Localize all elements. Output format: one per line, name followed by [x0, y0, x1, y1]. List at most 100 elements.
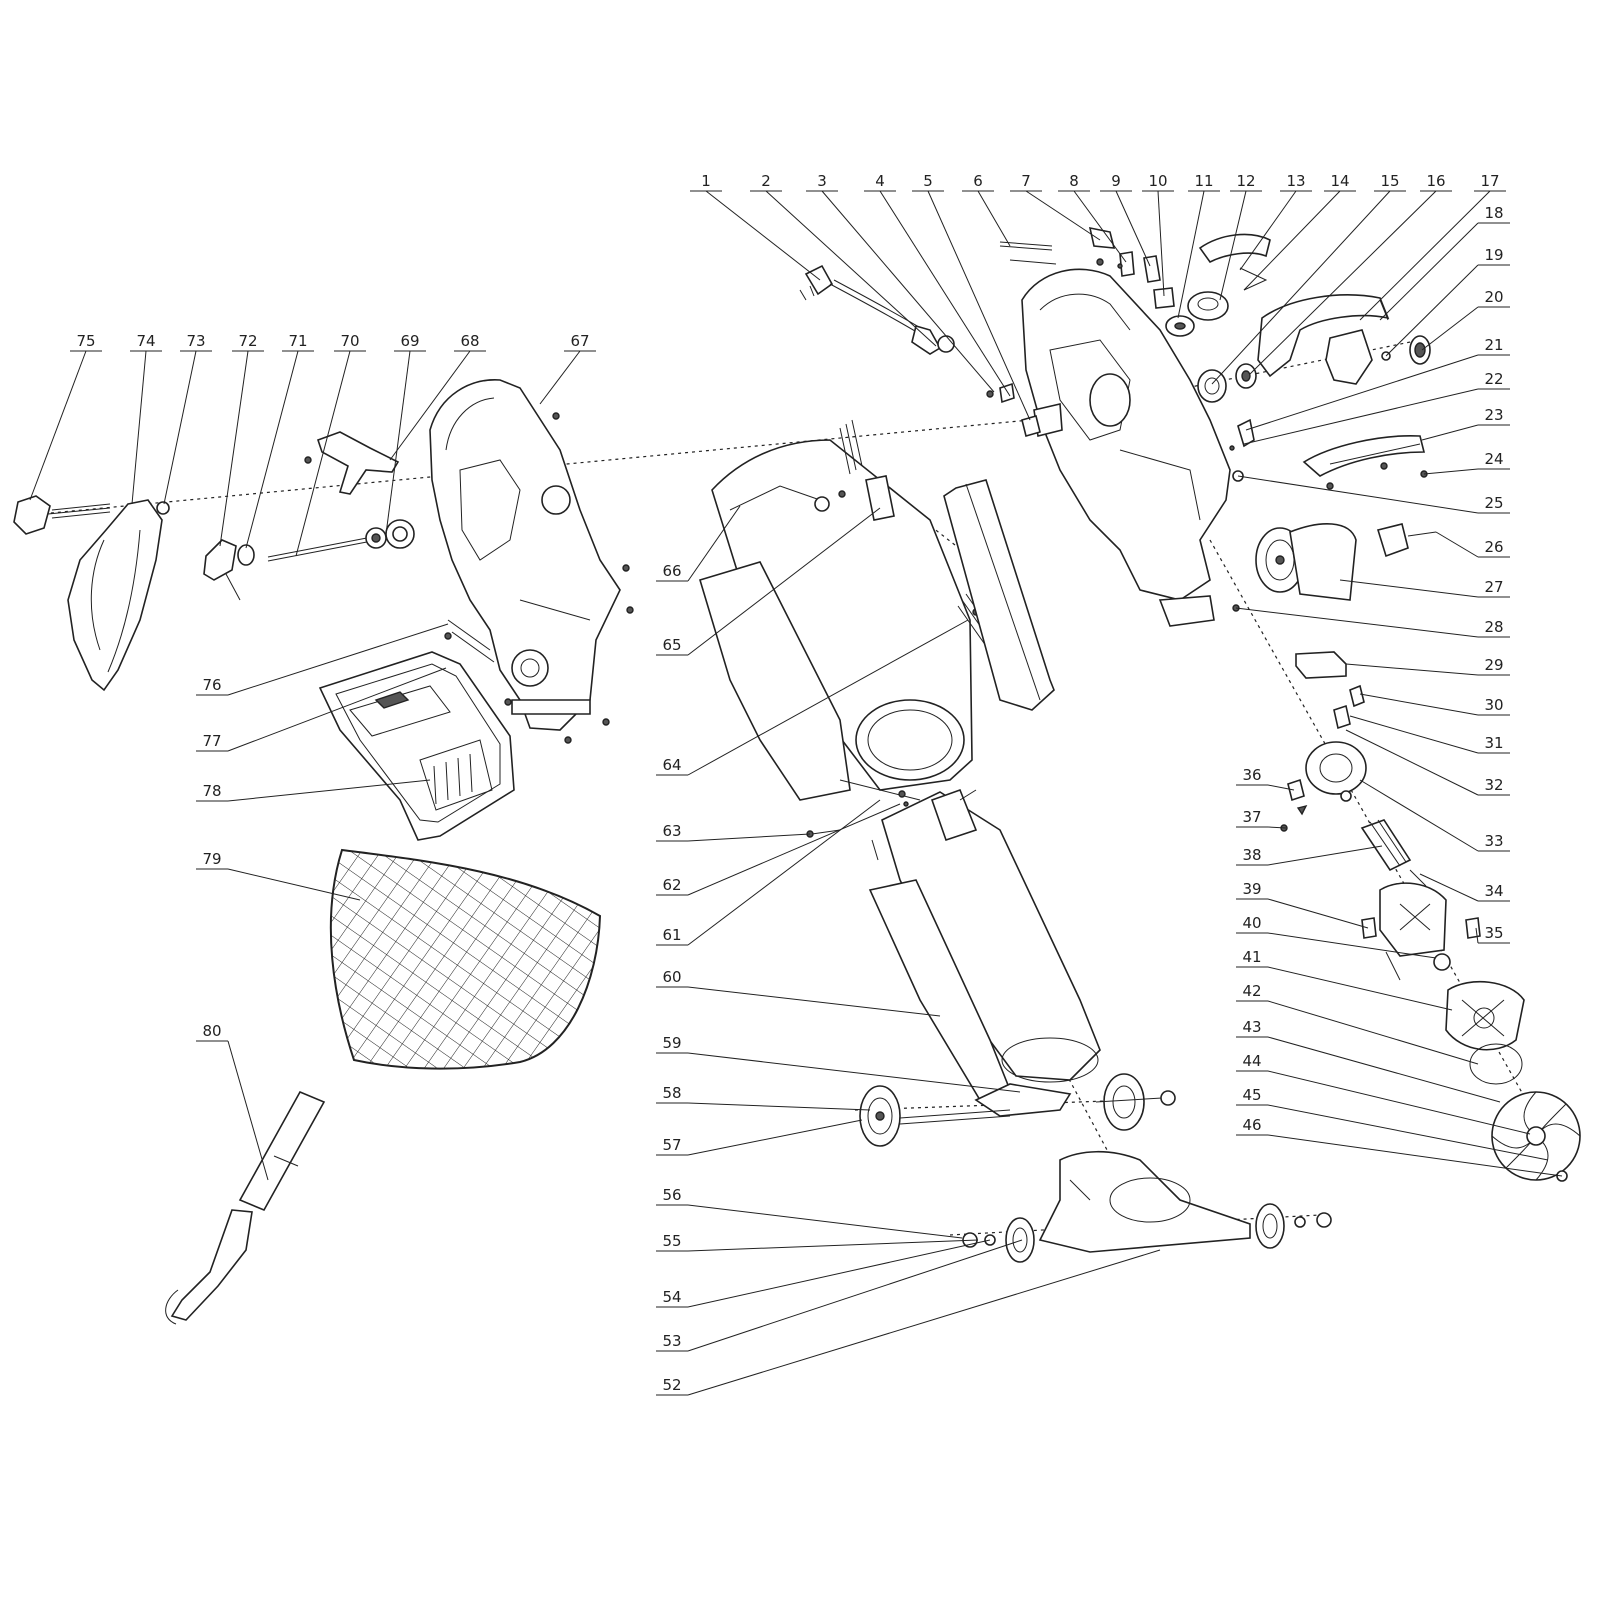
part-label-77: 77	[202, 732, 221, 750]
leader-line-55	[687, 1239, 979, 1252]
leader-line-25	[1237, 475, 1479, 514]
part-label-75: 75	[76, 332, 95, 350]
part-label-52: 52	[662, 1376, 681, 1394]
right-housing	[1021, 268, 1231, 627]
part-label-43: 43	[1242, 1018, 1261, 1036]
leader-line-37	[1267, 826, 1287, 829]
leader-line-31	[1349, 715, 1479, 754]
part-label-59: 59	[662, 1034, 681, 1052]
part-label-65: 65	[662, 636, 681, 654]
screws-76	[304, 456, 495, 663]
part-label-21: 21	[1484, 336, 1503, 354]
shaft-70	[267, 536, 373, 558]
block-29	[1295, 651, 1347, 679]
leader-line-38	[1267, 845, 1383, 866]
knob-bolt-75	[13, 495, 111, 535]
part-label-26: 26	[1484, 538, 1503, 556]
part-label-57: 57	[662, 1136, 681, 1154]
part-label-4: 4	[875, 172, 885, 190]
part-label-1: 1	[701, 172, 711, 190]
part-label-38: 38	[1242, 846, 1261, 864]
part-label-23: 23	[1484, 406, 1503, 424]
part-label-14: 14	[1330, 172, 1349, 190]
part-label-40: 40	[1242, 914, 1261, 932]
part-label-6: 6	[973, 172, 983, 190]
part-label-31: 31	[1484, 734, 1503, 752]
part-label-33: 33	[1484, 832, 1503, 850]
leader-line-15	[1211, 190, 1391, 385]
part-label-9: 9	[1111, 172, 1121, 190]
washer-71	[237, 544, 255, 566]
part-label-10: 10	[1148, 172, 1167, 190]
part-label-54: 54	[662, 1288, 681, 1306]
upper-tube-66	[699, 439, 973, 801]
leader-line-40	[1267, 932, 1437, 959]
part-label-16: 16	[1426, 172, 1445, 190]
leader-line-6	[977, 190, 1011, 247]
gear-13	[1187, 291, 1229, 321]
leader-line-54	[687, 1239, 991, 1308]
part-label-22: 22	[1484, 370, 1503, 388]
part-label-56: 56	[662, 1186, 681, 1204]
leader-line-7	[1025, 190, 1101, 241]
leader-line-11	[1177, 190, 1205, 319]
rings-18-22	[1197, 335, 1431, 451]
leader-line-36	[1267, 784, 1295, 791]
leader-line-8	[1073, 190, 1127, 263]
nut-73	[156, 501, 170, 515]
leader-line-73	[163, 350, 197, 505]
part-label-45: 45	[1242, 1086, 1261, 1104]
blade-guard-74	[67, 499, 163, 692]
part-label-7: 7	[1021, 172, 1031, 190]
part-label-8: 8	[1069, 172, 1079, 190]
part-label-42: 42	[1242, 982, 1261, 1000]
part-label-68: 68	[460, 332, 479, 350]
leader-line-24	[1423, 468, 1479, 475]
power-cord-1	[799, 264, 955, 355]
leader-line-68	[389, 350, 471, 461]
side-tube	[943, 479, 1055, 711]
leader-line-18	[1379, 222, 1479, 321]
part-label-29: 29	[1484, 656, 1503, 674]
leader-line-62	[687, 803, 901, 896]
leader-line-12	[1219, 190, 1247, 301]
part-label-66: 66	[662, 562, 681, 580]
leader-line-19	[1385, 264, 1479, 357]
leader-line-46	[1267, 1134, 1563, 1177]
leader-line-42	[1267, 1000, 1479, 1065]
leader-line-3	[821, 190, 995, 393]
part-14	[1165, 315, 1195, 337]
fan-43	[1491, 1091, 1581, 1181]
leader-line-59	[687, 1052, 1021, 1093]
part-label-60: 60	[662, 968, 681, 986]
part-label-36: 36	[1242, 766, 1261, 784]
part-label-28: 28	[1484, 618, 1503, 636]
motor-cap-26	[1376, 523, 1437, 558]
leader-line-71	[245, 350, 299, 549]
leader-line-77	[227, 667, 447, 752]
handle-17	[1257, 294, 1390, 385]
part-label-2: 2	[761, 172, 771, 190]
wheel-right	[1255, 1203, 1332, 1249]
wheel-58	[1095, 1073, 1176, 1131]
leader-line-32	[1345, 729, 1479, 796]
part-label-64: 64	[662, 756, 681, 774]
leader-line-69	[385, 350, 411, 535]
part-label-13: 13	[1286, 172, 1305, 190]
switch-65	[814, 419, 895, 521]
leader-line-45	[1267, 1104, 1549, 1161]
leader-line-20	[1421, 306, 1479, 351]
leader-line-43	[1267, 1036, 1501, 1103]
leader-line-52	[687, 1249, 1161, 1396]
part-label-35: 35	[1484, 924, 1503, 942]
part-label-44: 44	[1242, 1052, 1261, 1070]
leader-line-66	[687, 505, 741, 582]
cover-12	[1198, 233, 1271, 291]
part-label-62: 62	[662, 876, 681, 894]
leader-line-41	[1267, 966, 1453, 1011]
clips-4-5	[986, 382, 1041, 437]
part-label-18: 18	[1484, 204, 1503, 222]
handle-grip-23	[1302, 434, 1428, 490]
leader-line-35	[1475, 927, 1479, 944]
